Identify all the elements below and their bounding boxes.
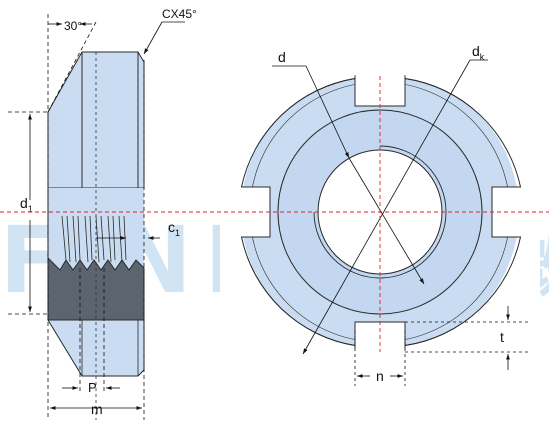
outer-mask bbox=[220, 50, 540, 370]
side-dimensions bbox=[8, 14, 185, 420]
label-pitch: P bbox=[88, 380, 97, 395]
thread-flanks bbox=[61, 215, 127, 263]
outer-contour bbox=[240, 77, 522, 347]
label-n: n bbox=[376, 368, 384, 384]
front-dimensions bbox=[272, 59, 528, 386]
center-lines bbox=[0, 76, 549, 352]
label-c1: c1 bbox=[168, 219, 180, 238]
label-d: d bbox=[278, 49, 286, 65]
thread-arc bbox=[313, 145, 447, 279]
side-view: 30° CX45° d1 c1 P m bbox=[8, 7, 197, 420]
label-d1: d1 bbox=[20, 195, 33, 214]
front-view: d dk t n bbox=[220, 43, 540, 386]
label-chamfer-cx45: CX45° bbox=[162, 7, 197, 21]
label-angle-30: 30° bbox=[64, 19, 82, 33]
label-t: t bbox=[500, 329, 504, 345]
label-dk: dk bbox=[472, 43, 485, 62]
label-length-m: m bbox=[91, 401, 103, 417]
